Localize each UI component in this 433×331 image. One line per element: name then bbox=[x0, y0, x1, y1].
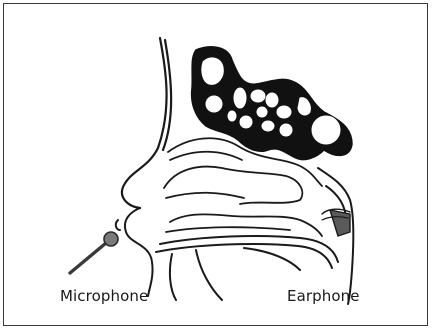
sinus-structure bbox=[192, 47, 352, 160]
microphone-label: Microphone bbox=[60, 287, 148, 305]
earphone-icon bbox=[322, 209, 350, 236]
earphone-label: Earphone bbox=[287, 287, 360, 305]
nose-outline bbox=[122, 38, 171, 208]
pharynx-wall bbox=[318, 168, 353, 304]
nostril-outline bbox=[116, 208, 153, 296]
microphone-icon bbox=[70, 232, 118, 273]
